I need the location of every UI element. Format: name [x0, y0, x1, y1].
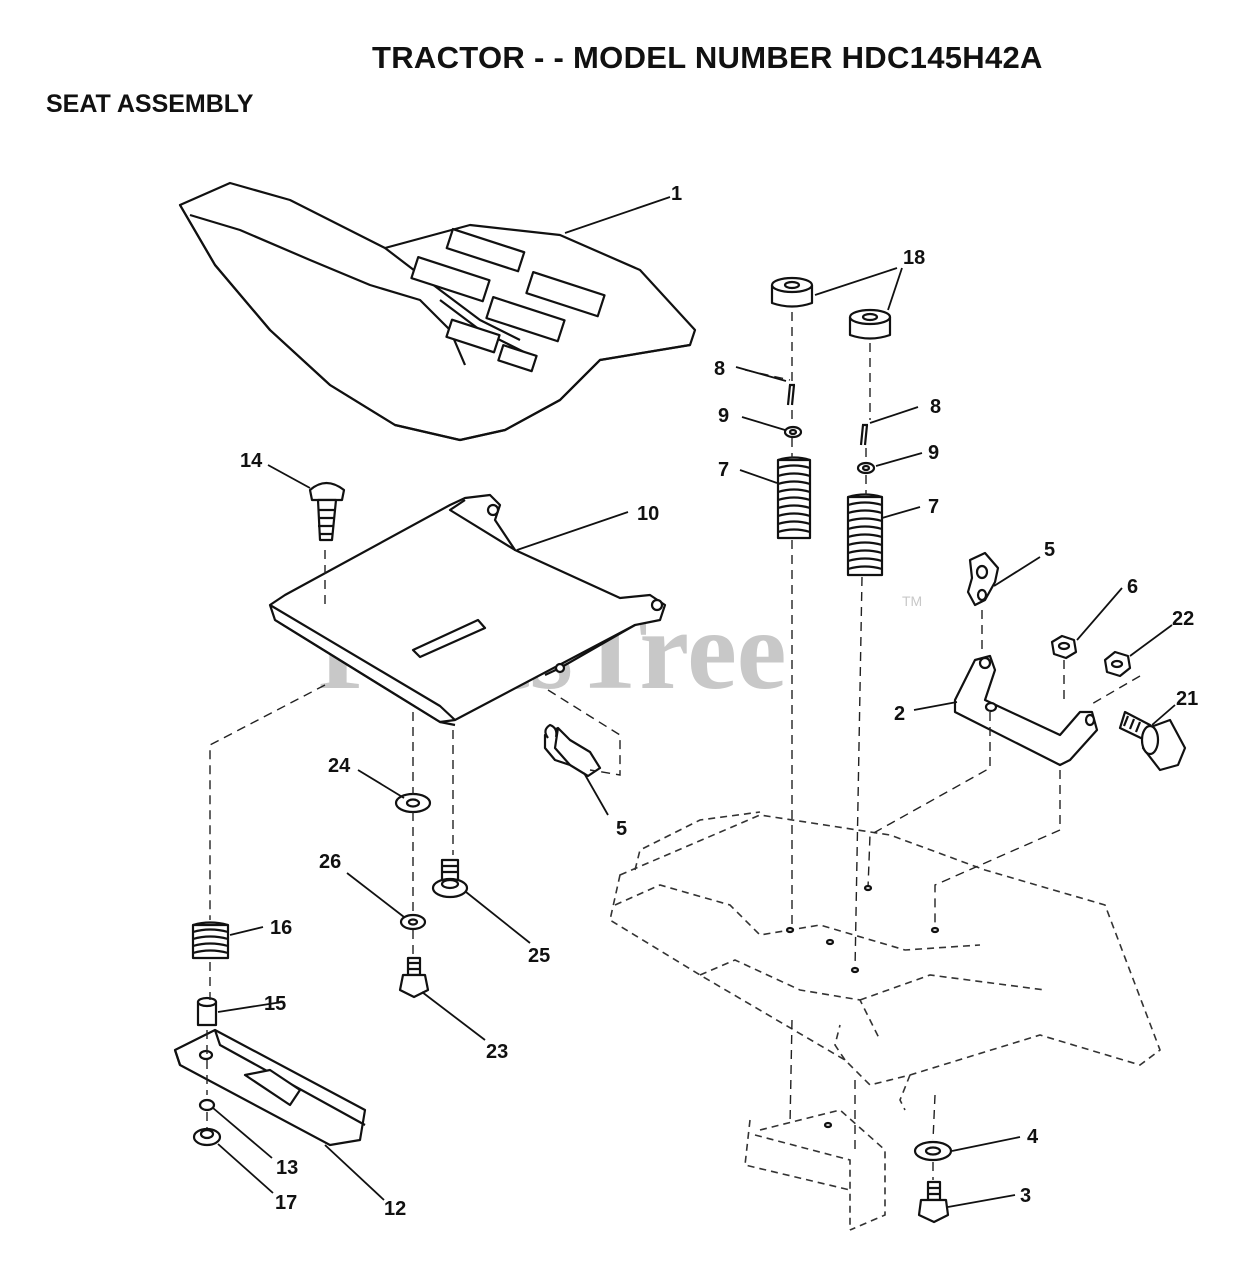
- hex-bolt-3: [917, 1180, 950, 1224]
- callout-14: 14: [240, 450, 263, 472]
- watermark-trademark: TM: [902, 593, 922, 609]
- pin-left: [786, 383, 796, 406]
- callout-2: 2: [894, 703, 905, 725]
- callouts: 1 18 8 8 9 9 7 7 5 6 22 21 2 10 14 5 24 …: [240, 183, 1198, 1220]
- callout-4: 4: [1027, 1126, 1039, 1148]
- callout-25: 25: [528, 945, 550, 967]
- seat-bracket-2: [953, 654, 1099, 767]
- seat: [178, 181, 697, 442]
- nut-22: [1103, 650, 1132, 678]
- callout-1: 1: [671, 183, 682, 205]
- callout-12: 12: [384, 1198, 406, 1220]
- flange-nut-17: [192, 1127, 222, 1147]
- callout-18: 18: [903, 247, 925, 269]
- callout-26: 26: [319, 851, 341, 873]
- alignment-lines: [206, 312, 1141, 1180]
- washer-9-left: [783, 425, 803, 439]
- callout-7-left: 7: [718, 459, 729, 481]
- callout-9-right: 9: [928, 442, 939, 464]
- seat-clip-right: [966, 551, 1000, 607]
- bracket-plate-12: [173, 1028, 367, 1147]
- section-title: SEAT ASSEMBLY: [46, 90, 254, 118]
- spring-16: [191, 921, 230, 960]
- seat-clip-left: [543, 723, 602, 778]
- spring-7-left: [776, 456, 812, 540]
- callout-24: 24: [328, 755, 351, 777]
- callout-8-left: 8: [714, 358, 725, 380]
- nut-6: [1050, 634, 1078, 660]
- bumper-right: [848, 308, 892, 340]
- nut-13: [198, 1098, 216, 1112]
- callout-23: 23: [486, 1041, 508, 1063]
- callout-3: 3: [1020, 1185, 1031, 1207]
- callout-5-right: 5: [1044, 539, 1055, 561]
- pin-right: [859, 423, 869, 446]
- washer-4: [913, 1140, 953, 1162]
- callout-15: 15: [264, 993, 286, 1015]
- washer-9-right: [856, 461, 876, 475]
- callout-16: 16: [270, 917, 292, 939]
- frame-holes: [785, 884, 940, 1129]
- callout-22: 22: [1172, 608, 1194, 630]
- carriage-bolt: [308, 481, 346, 542]
- spring-7-right: [846, 493, 884, 577]
- spacer-15: [196, 996, 218, 1027]
- page-title: TRACTOR - - MODEL NUMBER HDC145H42A: [372, 40, 1043, 75]
- tractor-frame: [609, 811, 1161, 1231]
- hex-bolt-23: [398, 956, 430, 999]
- shoulder-bolt-25: [431, 858, 469, 899]
- callout-21: 21: [1176, 688, 1198, 710]
- callout-10: 10: [637, 503, 659, 525]
- leader-lines: [212, 196, 1176, 1208]
- callout-8-right: 8: [930, 396, 941, 418]
- callout-5-left: 5: [616, 818, 627, 840]
- bumper-left: [770, 276, 814, 308]
- knob-bolt-21: [1118, 710, 1187, 772]
- seat-pan: [268, 493, 667, 727]
- lock-washer-26: [399, 913, 427, 931]
- callout-17: 17: [275, 1192, 297, 1214]
- callout-13: 13: [276, 1157, 298, 1179]
- callout-6: 6: [1127, 576, 1138, 598]
- callout-7-right: 7: [928, 496, 939, 518]
- callout-9-left: 9: [718, 405, 729, 427]
